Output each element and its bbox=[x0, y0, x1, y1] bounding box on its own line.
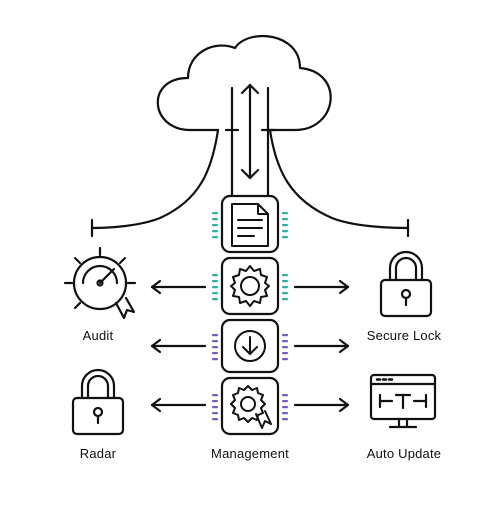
teal-dots-row2 bbox=[212, 274, 288, 301]
arrow-left-row3 bbox=[150, 338, 207, 354]
arrow-left-row4 bbox=[150, 397, 207, 413]
arrow-right-row3 bbox=[293, 338, 350, 354]
cloud-icon bbox=[90, 34, 410, 238]
management-label: Management bbox=[211, 446, 289, 461]
double-arrow-icon bbox=[240, 83, 260, 180]
purple-dots-row4 bbox=[212, 394, 288, 421]
award-certificate-icon bbox=[230, 385, 266, 423]
padlock-icon bbox=[71, 368, 125, 436]
radar-label: Radar bbox=[79, 446, 117, 461]
download-box bbox=[220, 318, 280, 374]
document-box bbox=[220, 194, 280, 254]
teal-dots-row1 bbox=[212, 212, 288, 239]
arrow-left-row2 bbox=[150, 279, 207, 295]
award-box bbox=[220, 376, 280, 436]
gauge-icon bbox=[63, 246, 137, 320]
download-circle-icon bbox=[234, 330, 266, 362]
secure-lock-label: Secure Lock bbox=[366, 328, 442, 343]
gear-badge-box bbox=[220, 256, 280, 316]
monitor-icon bbox=[369, 373, 437, 429]
auto-update-label: Auto Update bbox=[366, 446, 442, 461]
padlock-icon bbox=[379, 250, 433, 318]
gear-badge-icon bbox=[230, 265, 270, 307]
arrow-right-row4 bbox=[293, 397, 350, 413]
purple-dots-row3 bbox=[212, 334, 288, 361]
audit-label: Audit bbox=[82, 328, 114, 343]
arrow-right-row2 bbox=[293, 279, 350, 295]
